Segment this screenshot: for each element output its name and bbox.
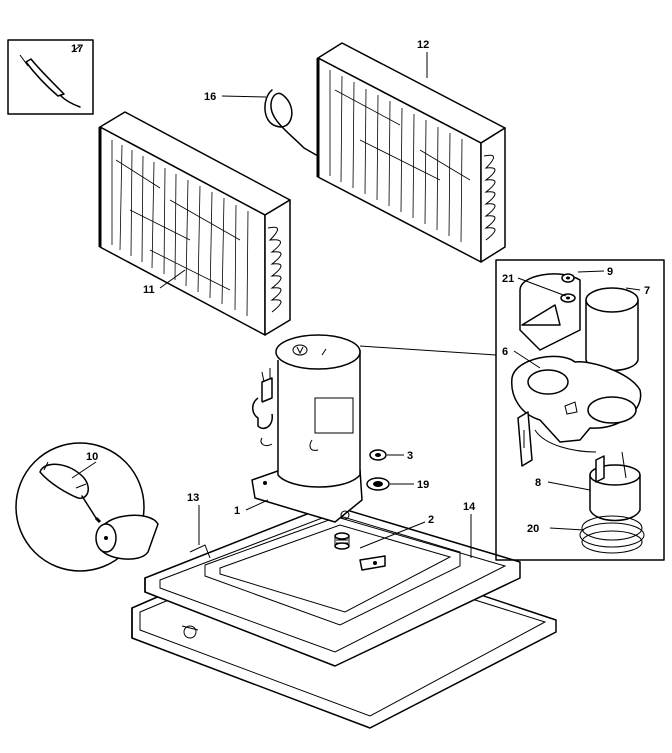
callout-labels: 17 12 16 11 9 21 7 6 8 20 10 13 14 1 3 1… (71, 39, 650, 535)
callout-12: 12 (417, 39, 429, 51)
callout-16: 16 (204, 91, 216, 103)
part-11-evaporator-coil (98, 111, 291, 336)
callout-2: 2 (428, 514, 434, 526)
callout-6: 6 (502, 346, 508, 358)
part-10-overload-inset (15, 442, 159, 572)
callout-9: 9 (607, 266, 613, 278)
electrical-inset (359, 259, 665, 561)
callout-19: 19 (417, 479, 429, 491)
callout-11: 11 (143, 284, 155, 296)
callout-3: 3 (407, 450, 413, 462)
callout-14: 14 (463, 501, 476, 513)
part-16-capillary-tube (264, 89, 319, 157)
callout-8: 8 (535, 477, 541, 489)
callout-7: 7 (644, 285, 650, 297)
part-3-nut (369, 449, 387, 461)
part-2-mount-spring (334, 532, 350, 550)
part-19-grommet (366, 477, 390, 491)
callout-10: 10 (86, 451, 98, 463)
callout-17: 17 (71, 43, 83, 55)
part-12-condenser-coil (316, 42, 506, 263)
callout-20: 20 (527, 523, 539, 535)
callout-1: 1 (234, 505, 240, 517)
part-17-drier-inset (7, 39, 94, 115)
callout-21: 21 (502, 273, 514, 285)
part-1-compressor (251, 334, 363, 523)
callout-13: 13 (187, 492, 199, 504)
leader-lines (71, 45, 641, 558)
